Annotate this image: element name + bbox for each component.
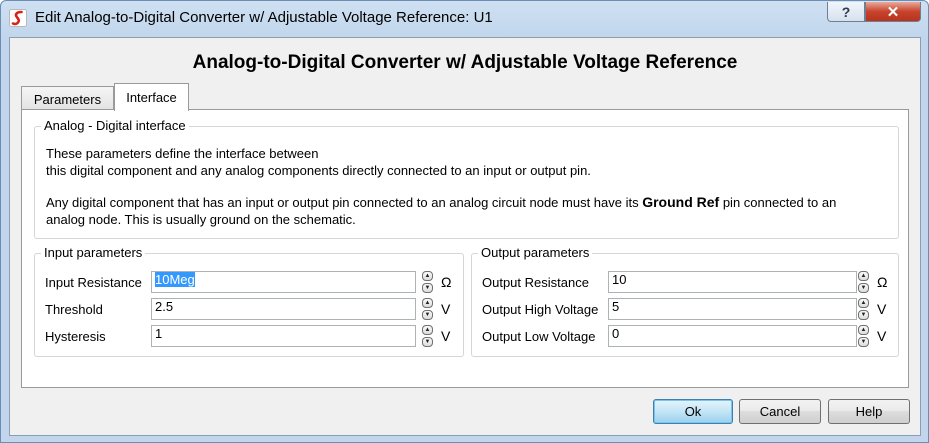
output-resistance-row: Output Resistance 10 ▲ ▼ Ω [482,271,892,293]
tab-interface[interactable]: Interface [114,83,189,111]
unit-label: V [441,328,451,344]
spin-down-icon[interactable]: ▼ [422,310,433,320]
unit-label: Ω [441,274,452,290]
group-label: Analog - Digital interface [41,118,189,133]
dialog-heading: Analog-to-Digital Converter w/ Adjustabl… [192,52,738,73]
field-label: Output Resistance [482,275,589,290]
window-title: Edit Analog-to-Digital Converter w/ Adju… [35,9,493,26]
analog-digital-interface-group: Analog - Digital interface These paramet… [34,118,899,239]
spin-down-icon[interactable]: ▼ [422,337,433,347]
spin-down-icon[interactable]: ▼ [858,310,869,320]
description-line: These parameters define the interface be… [46,146,319,161]
spin-up-icon[interactable]: ▲ [422,271,433,281]
threshold-row: Threshold 2.5 ▲ ▼ V [45,298,455,320]
tab-parameters[interactable]: Parameters [21,86,114,109]
title-bar[interactable]: Edit Analog-to-Digital Converter w/ Adju… [1,1,928,37]
threshold-spinner[interactable]: ▲ ▼ [422,298,434,320]
field-value: 10Meg [155,272,195,287]
field-value: 10 [612,272,627,287]
description-line: analog node. This is usually ground on t… [46,212,356,227]
output-resistance-field[interactable]: 10 [608,271,857,293]
output-low-voltage-field[interactable]: 0 [608,325,857,347]
unit-label: V [441,301,451,317]
ok-button[interactable]: Ok [653,399,733,424]
ground-ref-emphasis: Ground Ref [642,194,720,210]
hysteresis-row: Hysteresis 1 ▲ ▼ V [45,325,455,347]
dialog-body: Analog-to-Digital Converter w/ Adjustabl… [9,37,921,436]
field-label: Output Low Voltage [482,329,596,344]
field-label: Output High Voltage [482,302,599,317]
threshold-field[interactable]: 2.5 [151,298,416,320]
title-help-button[interactable]: ? [827,2,865,22]
input-parameters-group: Input parameters Input Resistance 10Meg … [34,245,464,357]
output-high-voltage-row: Output High Voltage 5 ▲ ▼ V [482,298,892,320]
description-line: Any digital component that has an input … [46,195,643,210]
spin-down-icon[interactable]: ▼ [858,337,869,347]
spin-up-icon[interactable]: ▲ [422,325,433,335]
description-line: pin connected to an [719,195,837,210]
input-resistance-row: Input Resistance 10Meg ▲ ▼ Ω [45,271,455,293]
unit-label: Ω [877,274,888,290]
spin-up-icon[interactable]: ▲ [858,325,869,335]
help-button[interactable]: Help [828,399,910,424]
hysteresis-spinner[interactable]: ▲ ▼ [422,325,434,347]
group-label: Input parameters [41,245,146,260]
spin-up-icon[interactable]: ▲ [858,298,869,308]
spin-up-icon[interactable]: ▲ [422,298,433,308]
input-resistance-field[interactable]: 10Meg [151,271,416,293]
output-resistance-spinner[interactable]: ▲ ▼ [858,271,870,293]
description-paragraph-2: Any digital component that has an input … [46,194,836,228]
field-value: 0 [612,326,620,341]
interface-tab-panel: Analog - Digital interface These paramet… [21,109,909,388]
input-resistance-spinner[interactable]: ▲ ▼ [422,271,434,293]
question-mark-icon: ? [841,3,851,20]
spin-down-icon[interactable]: ▼ [858,283,869,293]
field-value: 5 [612,299,620,314]
group-label: Output parameters [478,245,593,260]
field-value: 2.5 [155,299,174,314]
field-label: Hysteresis [45,329,106,344]
unit-label: V [877,328,887,344]
simetrix-logo-icon [9,9,27,27]
description-line: this digital component and any analog co… [46,163,591,178]
field-label: Input Resistance [45,275,142,290]
spin-down-icon[interactable]: ▼ [422,283,433,293]
output-low-voltage-spinner[interactable]: ▲ ▼ [858,325,870,347]
hysteresis-field[interactable]: 1 [151,325,416,347]
close-icon: ✕ [886,3,900,21]
output-low-voltage-row: Output Low Voltage 0 ▲ ▼ V [482,325,892,347]
description-paragraph-1: These parameters define the interface be… [46,145,591,179]
output-high-voltage-spinner[interactable]: ▲ ▼ [858,298,870,320]
cancel-button[interactable]: Cancel [739,399,821,424]
field-label: Threshold [45,302,103,317]
field-value: 1 [155,326,163,341]
output-parameters-group: Output parameters Output Resistance 10 ▲… [471,245,899,357]
unit-label: V [877,301,887,317]
spin-up-icon[interactable]: ▲ [858,271,869,281]
output-high-voltage-field[interactable]: 5 [608,298,857,320]
title-close-button[interactable]: ✕ [865,2,921,22]
